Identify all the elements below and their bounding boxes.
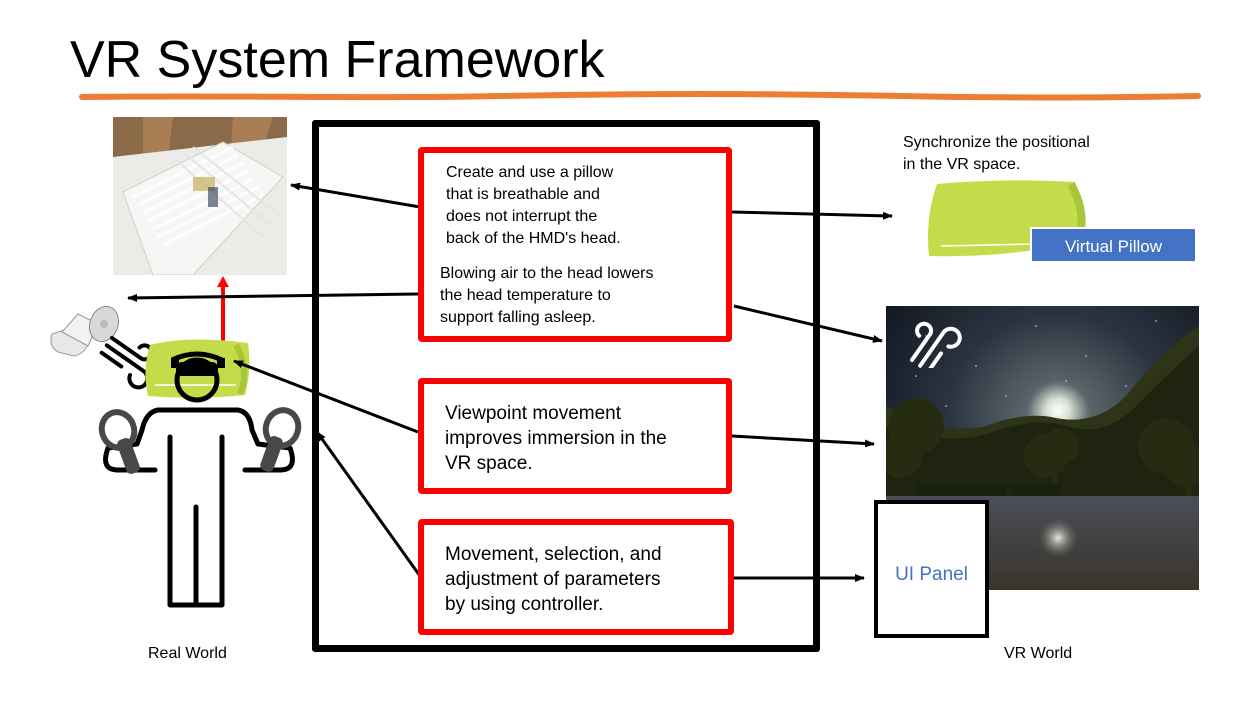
- virtual-pillow-label: Virtual Pillow: [1030, 227, 1197, 263]
- ui-panel: UI Panel: [874, 500, 989, 638]
- system-frame: [312, 120, 820, 652]
- desk-fan: [50, 305, 120, 357]
- arrow-to-scene-view: [731, 434, 875, 448]
- user-with-hmd: [170, 351, 225, 403]
- controller-description: Movement, selection, and adjustment of p…: [445, 544, 662, 615]
- vr-world-label: VR World: [1004, 645, 1073, 662]
- vr-controllers: [98, 407, 302, 474]
- controller-box: Movement, selection, and adjustment of p…: [418, 519, 734, 635]
- sync-description: Synchronize the positional in the VR spa…: [903, 134, 1090, 173]
- real-world-illustration: [50, 276, 302, 608]
- arrow-to-body: [315, 431, 422, 577]
- page-title: VR System Framework: [70, 31, 605, 89]
- breathable-pillow-photo: [113, 117, 287, 275]
- arrow-to-photo: [290, 182, 421, 209]
- arrow-to-virtual-pillow: [731, 210, 893, 220]
- wind-icon: [910, 321, 962, 368]
- pillow-and-fan-box: Create and use a pillow that is breathab…: [418, 147, 732, 342]
- real-world-label: Real World: [148, 645, 227, 662]
- pillow-description: Create and use a pillow that is breathab…: [446, 164, 621, 247]
- ui-panel-label: UI Panel: [895, 564, 968, 585]
- red-arrow: [217, 276, 229, 343]
- arrow-to-hmd: [233, 359, 419, 434]
- fan-description: Blowing air to the head lowers the head …: [440, 265, 654, 326]
- viewpoint-description: Viewpoint movement improves immersion in…: [445, 403, 667, 474]
- vr-night-scene: [886, 306, 1199, 590]
- title-underline: [79, 91, 1201, 101]
- arrow-to-scene-wind: [733, 304, 883, 343]
- arrow-to-fan: [127, 292, 419, 302]
- viewpoint-box: Viewpoint movement improves immersion in…: [418, 378, 732, 494]
